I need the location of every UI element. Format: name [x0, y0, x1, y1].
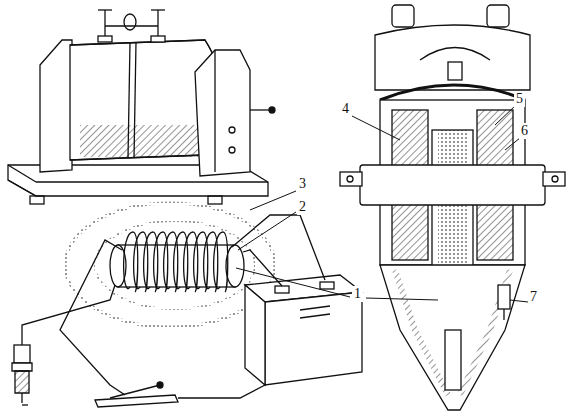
coil-winding — [214, 232, 228, 292]
callout-number: 7 — [528, 289, 539, 305]
callout-number: 6 — [519, 123, 530, 139]
coil-schematic — [12, 203, 362, 407]
callout-number: 5 — [514, 91, 525, 107]
callout-number: 2 — [297, 199, 308, 215]
coil-cross-section — [340, 5, 565, 410]
leader-lines — [236, 106, 528, 302]
callout-number: 1 — [352, 286, 363, 302]
callout-number: 4 — [340, 101, 351, 117]
coil-on-base — [8, 10, 275, 204]
callout-number: 3 — [297, 176, 308, 192]
